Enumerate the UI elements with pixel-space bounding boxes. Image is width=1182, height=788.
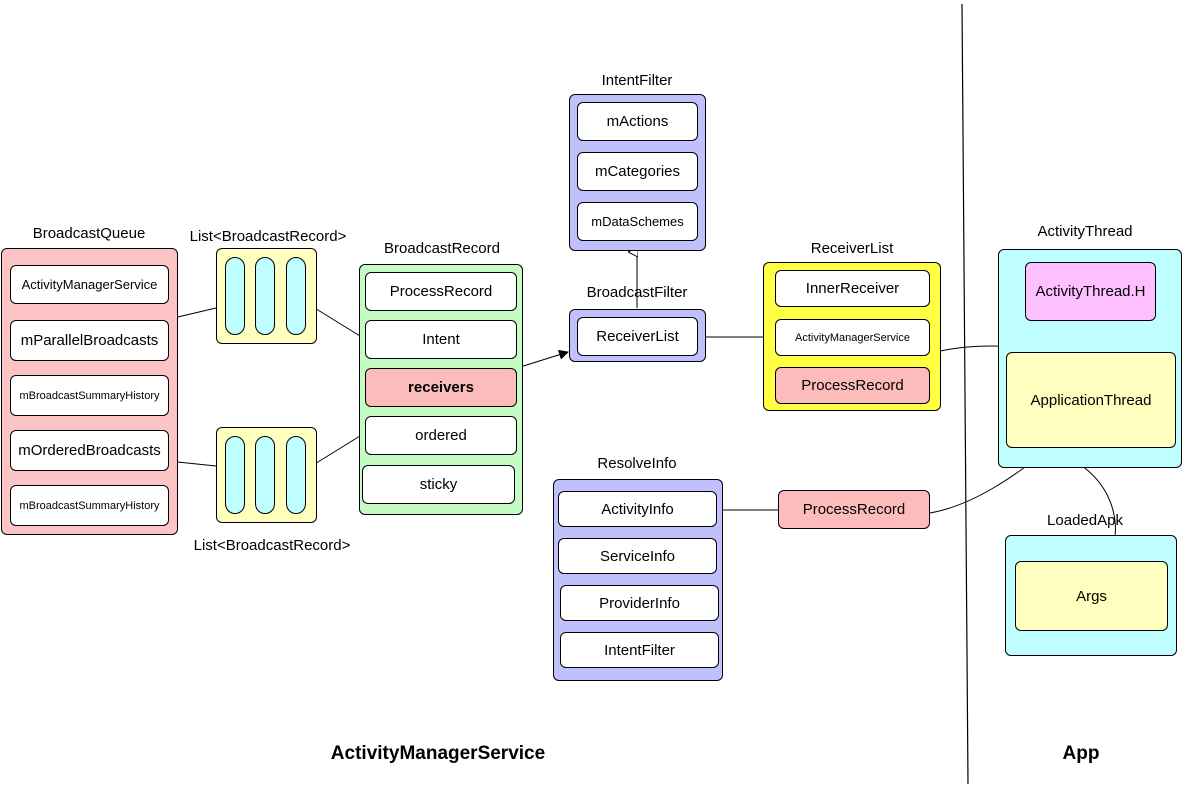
list-top-element-1 — [225, 257, 245, 335]
broadcast-record-box: ProcessRecord Intent receivers ordered s… — [359, 264, 523, 515]
section-app-label: App — [1062, 743, 1100, 764]
list-bottom-box — [216, 427, 317, 523]
bq-field-ordered-broadcasts: mOrderedBroadcasts — [10, 430, 169, 471]
list-bottom-element-3 — [286, 436, 306, 514]
intent-filter-box: mActions mCategories mDataSchemes — [569, 94, 706, 251]
broadcast-queue-title: BroadcastQueue — [32, 225, 146, 242]
intent-filter-title: IntentFilter — [601, 72, 673, 89]
receiver-list-box: InnerReceiver ActivityManagerService Pro… — [763, 262, 941, 411]
rl-field-inner-receiver: InnerReceiver — [775, 270, 930, 307]
bq-field-parallel-broadcasts: mParallelBroadcasts — [10, 320, 169, 361]
if-field-categories: mCategories — [577, 152, 698, 191]
br-field-ordered: ordered — [365, 416, 517, 455]
list-bottom-element-2 — [255, 436, 275, 514]
broadcast-queue-box: ActivityManagerService mParallelBroadcas… — [1, 248, 178, 535]
if-field-data-schemes: mDataSchemes — [577, 202, 698, 241]
bq-field-summary-history-2: mBroadcastSummaryHistory — [10, 485, 169, 526]
at-field-application-thread: ApplicationThread — [1006, 352, 1176, 448]
standalone-process-record: ProcessRecord — [778, 490, 930, 529]
activity-thread-box: ActivityThread.H ApplicationThread — [998, 249, 1182, 468]
rl-field-activity-manager-service: ActivityManagerService — [775, 319, 930, 356]
br-field-receivers: receivers — [365, 368, 517, 407]
ri-field-intent-filter: IntentFilter — [560, 632, 719, 668]
receiver-list-title: ReceiverList — [810, 240, 894, 257]
list-top-box — [216, 248, 317, 344]
activity-thread-title: ActivityThread — [1037, 223, 1133, 240]
br-field-process-record: ProcessRecord — [365, 272, 517, 311]
list-bottom-title: List<BroadcastRecord> — [193, 537, 351, 554]
br-field-sticky: sticky — [362, 465, 515, 504]
section-ams-label: ActivityManagerService — [330, 743, 546, 764]
list-top-element-3 — [286, 257, 306, 335]
ri-field-activity-info: ActivityInfo — [558, 491, 717, 527]
broadcast-record-title: BroadcastRecord — [384, 240, 500, 257]
br-field-intent: Intent — [365, 320, 517, 359]
la-field-args: Args — [1015, 561, 1168, 631]
ri-field-provider-info: ProviderInfo — [560, 585, 719, 621]
loaded-apk-box: Args — [1005, 535, 1177, 656]
bf-field-receiver-list: ReceiverList — [577, 317, 698, 356]
list-top-title: List<BroadcastRecord> — [189, 228, 347, 245]
rl-field-process-record: ProcessRecord — [775, 367, 930, 404]
list-bottom-element-1 — [225, 436, 245, 514]
broadcast-filter-box: ReceiverList — [569, 309, 706, 362]
at-field-handler: ActivityThread.H — [1025, 262, 1156, 321]
resolve-info-title: ResolveInfo — [597, 455, 677, 472]
if-field-actions: mActions — [577, 102, 698, 141]
ri-field-service-info: ServiceInfo — [558, 538, 717, 574]
receivers-to-filter-arrow — [516, 349, 569, 369]
bq-field-summary-history-1: mBroadcastSummaryHistory — [10, 375, 169, 416]
resolve-info-box: ActivityInfo ServiceInfo ProviderInfo In… — [553, 479, 723, 681]
bq-field-activity-manager-service: ActivityManagerService — [10, 265, 169, 304]
broadcast-filter-title: BroadcastFilter — [586, 284, 688, 301]
loaded-apk-title: LoadedApk — [1047, 512, 1123, 529]
list-top-element-2 — [255, 257, 275, 335]
divider-line — [961, 3, 969, 785]
